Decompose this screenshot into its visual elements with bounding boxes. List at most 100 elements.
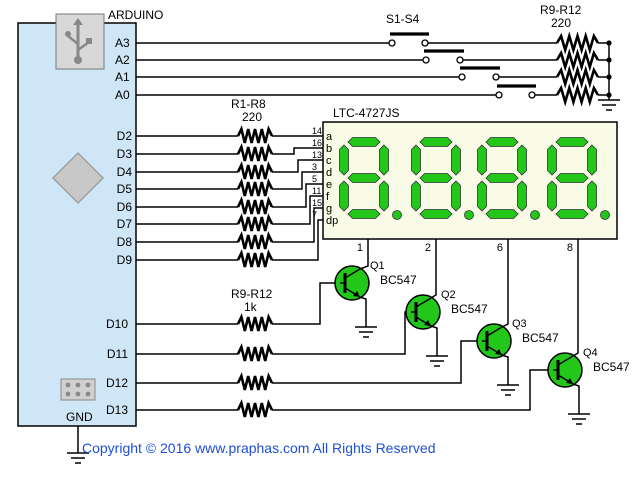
digit-4-segment-b bbox=[587, 144, 597, 176]
digit-1-segment-b bbox=[379, 144, 389, 176]
transistor-q1-arrow bbox=[353, 291, 360, 297]
digit-4-segment-g bbox=[555, 173, 589, 183]
digit-pin-label-d10: D10 bbox=[106, 317, 128, 331]
transistor-q2-arrow bbox=[424, 320, 431, 326]
display-pin-number-6: 15 bbox=[312, 198, 322, 208]
seg-resistor-1 bbox=[236, 143, 274, 162]
switch-contact-right-2 bbox=[492, 73, 500, 81]
pullup-ground-symbol bbox=[598, 99, 620, 111]
switch-contact-right-1 bbox=[456, 56, 464, 64]
digit-2-segment-g bbox=[419, 173, 453, 183]
seg-resistor-0 bbox=[236, 125, 274, 144]
transistor-q4-ground bbox=[568, 413, 590, 425]
analog-pin-label-a3: A3 bbox=[115, 36, 130, 50]
seg-resistor-7 bbox=[236, 249, 274, 268]
seg-pin-label-d8: D8 bbox=[117, 235, 133, 249]
display-pin-number-3: 3 bbox=[312, 162, 317, 172]
display-digit-pin-2: 6 bbox=[497, 242, 503, 254]
base-resistor-2 bbox=[236, 372, 274, 391]
seg-wire-right-3 bbox=[272, 171, 323, 190]
gnd-label: GND bbox=[66, 410, 93, 424]
transistor-q4-arrow bbox=[566, 378, 573, 384]
pullup-resistor-0 bbox=[555, 31, 600, 55]
digit-1-segment-a bbox=[347, 137, 381, 147]
reset-button bbox=[51, 151, 105, 205]
transistor-q3-name: Q3 bbox=[512, 318, 527, 330]
transistor-q3-type: BC547 bbox=[522, 331, 559, 345]
seg-pin-label-d3: D3 bbox=[117, 147, 133, 161]
digit-3-segment-b bbox=[517, 144, 527, 176]
digit-3-segment-a bbox=[485, 137, 519, 147]
display-part-number: LTC-4727JS bbox=[333, 106, 399, 120]
emitter-wire-0 bbox=[359, 296, 367, 327]
base-wire-3 bbox=[272, 369, 553, 411]
digit-pin-label-d13: D13 bbox=[106, 403, 128, 417]
digit-1-segment-g bbox=[347, 173, 381, 183]
switch-contact-left-2 bbox=[458, 73, 466, 81]
seg-pin-label-d4: D4 bbox=[117, 165, 133, 179]
seg-pin-label-d2: D2 bbox=[117, 129, 133, 143]
switch-contact-left-3 bbox=[495, 91, 503, 99]
display-digits bbox=[339, 137, 610, 220]
segment-letter-d: d bbox=[326, 167, 332, 179]
digit-2-segment-d bbox=[419, 209, 453, 219]
seg-pin-label-d7: D7 bbox=[117, 217, 133, 231]
transistor-q3-ground bbox=[497, 384, 519, 396]
digit-1-segment-e bbox=[339, 180, 349, 212]
digit-1-decimal-point bbox=[392, 210, 402, 220]
collector-wire-0 bbox=[359, 239, 369, 270]
digit-3-segment-e bbox=[477, 180, 487, 212]
pullup-resistor-2 bbox=[555, 65, 600, 89]
seg-resistor-6 bbox=[236, 231, 274, 250]
switch-contact-right-0 bbox=[421, 39, 429, 47]
digit-4-decimal-point bbox=[600, 210, 610, 220]
seg-pin-label-d9: D9 bbox=[117, 253, 133, 267]
segment-letter-e: e bbox=[326, 179, 332, 191]
digit-pin-label-d11: D11 bbox=[107, 347, 128, 361]
digit-1-segment-f bbox=[339, 144, 349, 176]
emitter-wire-2 bbox=[501, 354, 509, 385]
digit-4-segment-a bbox=[555, 137, 589, 147]
seg-pin-label-d5: D5 bbox=[117, 182, 133, 196]
display-pin-number-5: 11 bbox=[312, 186, 321, 196]
seg-resistors-label: R1-R8 bbox=[231, 97, 266, 111]
base-resistors-label: R9-R12 bbox=[231, 287, 273, 301]
segment-letter-dp: dp bbox=[326, 215, 338, 227]
pullup-junction-1 bbox=[606, 57, 612, 63]
base-wire-2 bbox=[272, 340, 482, 384]
base-resistor-1 bbox=[236, 343, 274, 362]
display-digit-pin-1: 2 bbox=[425, 242, 431, 254]
digit-3-segment-c bbox=[517, 180, 527, 212]
transistor-q2-ground bbox=[426, 355, 448, 367]
switch-contact-right-3 bbox=[528, 91, 536, 99]
digit-2-decimal-point bbox=[464, 210, 474, 220]
transistor-q1-name: Q1 bbox=[370, 260, 385, 272]
transistor-q4-collector bbox=[557, 355, 574, 366]
emitter-wire-3 bbox=[572, 383, 580, 414]
transistor-q4-type: BC547 bbox=[593, 360, 630, 374]
digit-2-segment-c bbox=[451, 180, 461, 212]
seg-pin-label-d6: D6 bbox=[117, 200, 133, 214]
digit-2-segment-e bbox=[411, 180, 421, 212]
pullup-resistor-1 bbox=[555, 48, 600, 72]
transistor-q2-name: Q2 bbox=[441, 289, 456, 301]
display-pin-number-7: 7 bbox=[312, 210, 317, 220]
seg-resistor-5 bbox=[236, 213, 274, 232]
segment-letter-c: c bbox=[326, 155, 332, 167]
switch-contact-left-0 bbox=[388, 39, 396, 47]
analog-pin-label-a0: A0 bbox=[115, 88, 130, 102]
digit-4-segment-e bbox=[547, 180, 557, 212]
display-pin-number-2: 13 bbox=[312, 150, 322, 160]
seg-wire-right-4 bbox=[272, 183, 323, 208]
digit-2-segment-b bbox=[451, 144, 461, 176]
segment-letter-f: f bbox=[326, 191, 330, 203]
digit-pin-label-d12: D12 bbox=[106, 376, 128, 390]
digit-3-segment-d bbox=[485, 209, 519, 219]
digit-4-segment-d bbox=[555, 209, 589, 219]
base-wire-1 bbox=[272, 311, 411, 355]
analog-pin-label-a1: A1 bbox=[115, 70, 130, 84]
pullups-value: 220 bbox=[551, 16, 571, 30]
emitter-wire-1 bbox=[430, 325, 438, 356]
